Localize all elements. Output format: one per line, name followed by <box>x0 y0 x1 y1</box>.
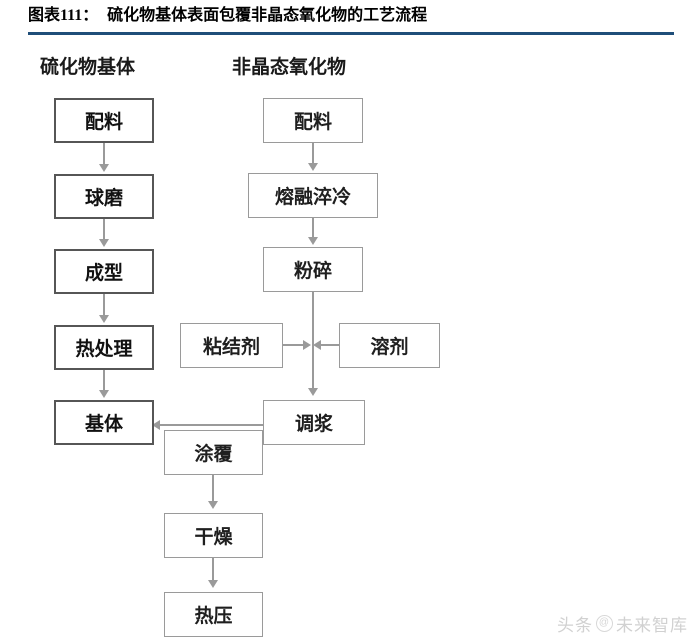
column-caption-amorphous-oxide: 非晶态氧化物 <box>232 57 347 78</box>
arrowhead-binder-to-trunk-icon <box>303 340 311 350</box>
connector-solvent-to-trunk <box>321 344 339 346</box>
node-drying[interactable]: 干燥 <box>164 513 263 558</box>
arrowhead-rightfeed-to-quench-icon <box>308 163 318 171</box>
arrowhead-mill-to-forming-icon <box>99 239 109 247</box>
connector-drying-to-hotpress <box>212 558 214 582</box>
connector-heat-to-matrix <box>103 370 105 392</box>
connector-rightfeed-to-quench <box>312 143 314 165</box>
connector-binder-to-trunk <box>283 344 305 346</box>
connector-coating-to-drying <box>212 475 214 503</box>
figure-title-prefix: 图表 <box>28 7 61 24</box>
node-ball-milling[interactable]: 球磨 <box>54 174 154 219</box>
connector-feed-to-mill <box>103 143 105 166</box>
node-melt-quench[interactable]: 熔融淬冷 <box>248 173 378 218</box>
connector-quench-to-crush <box>312 218 314 239</box>
node-heat-treatment[interactable]: 热处理 <box>54 325 154 370</box>
watermark-at-icon: @ <box>596 615 613 632</box>
node-left-feed[interactable]: 配料 <box>54 98 154 143</box>
node-coating[interactable]: 涂覆 <box>164 430 263 475</box>
node-binder[interactable]: 粘结剂 <box>180 323 283 368</box>
watermark: 头条 @ 未来智库 <box>557 611 688 636</box>
figure-title-text: 硫化物基体表面包覆非晶态氧化物的工艺流程 <box>107 7 428 24</box>
arrowhead-coating-to-drying-icon <box>208 501 218 509</box>
arrowhead-crush-to-slurry-icon <box>308 388 318 396</box>
arrowhead-solvent-to-trunk-icon <box>313 340 321 350</box>
arrowhead-feed-to-mill-icon <box>99 164 109 172</box>
node-slurry[interactable]: 调浆 <box>263 400 365 445</box>
node-solvent[interactable]: 溶剂 <box>339 323 440 368</box>
connector-slurry-to-matrix <box>154 424 264 426</box>
node-crushing[interactable]: 粉碎 <box>263 247 363 292</box>
title-divider <box>28 32 674 35</box>
arrowhead-quench-to-crush-icon <box>308 237 318 245</box>
arrowhead-slurry-to-matrix-icon <box>152 420 160 430</box>
node-matrix[interactable]: 基体 <box>54 400 154 445</box>
column-caption-sulfide-matrix: 硫化物基体 <box>40 57 136 78</box>
watermark-right-text: 未来智库 <box>616 616 688 635</box>
connector-mill-to-forming <box>103 219 105 241</box>
figure-title: 图表111： 硫化物基体表面包覆非晶态氧化物的工艺流程 <box>28 6 674 26</box>
node-right-feed[interactable]: 配料 <box>263 98 363 143</box>
figure-title-number: 111 <box>60 7 83 24</box>
arrowhead-forming-to-heat-icon <box>99 315 109 323</box>
node-forming[interactable]: 成型 <box>54 249 154 294</box>
watermark-left-text: 头条 <box>557 616 593 635</box>
figure-title-separator: ： <box>82 7 99 24</box>
arrowhead-heat-to-matrix-icon <box>99 390 109 398</box>
arrowhead-drying-to-hotpress-icon <box>208 580 218 588</box>
node-hot-pressing[interactable]: 热压 <box>164 592 263 637</box>
connector-forming-to-heat <box>103 294 105 317</box>
